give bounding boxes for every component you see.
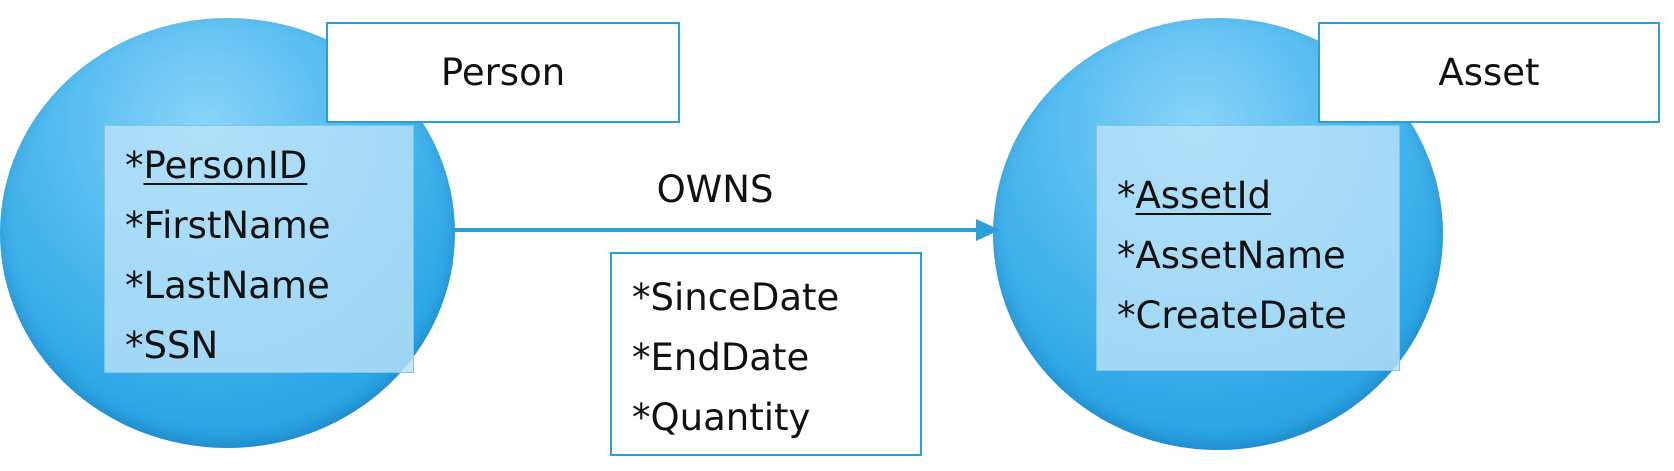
arrow-head — [976, 219, 1000, 241]
relationship-label: OWNS — [656, 168, 774, 211]
person-label: Person — [440, 51, 566, 94]
person-property-lastname: *LastName — [125, 264, 330, 307]
asset-property-assetname: *AssetName — [1117, 234, 1346, 277]
person-properties-panel: *PersonID *FirstName *LastName *SSN — [104, 125, 414, 373]
person-property-ssn: *SSN — [125, 324, 219, 367]
primary-key-personid: PersonID — [143, 144, 308, 187]
person-property-firstname: *FirstName — [125, 204, 331, 247]
asset-label: Asset — [1438, 51, 1540, 94]
person-label-box: Person — [326, 22, 680, 123]
relationship-properties-box: *SinceDate *EndDate *Quantity — [610, 252, 922, 456]
asset-property-assetid: *AssetId — [1117, 174, 1272, 217]
rel-property-sincedate: *SinceDate — [632, 276, 840, 319]
person-property-personid: *PersonID — [125, 144, 308, 187]
asset-label-box: Asset — [1318, 22, 1660, 123]
rel-property-quantity: *Quantity — [632, 396, 811, 439]
asset-properties-panel: *AssetId *AssetName *CreateDate — [1096, 125, 1400, 371]
rel-property-enddate: *EndDate — [632, 336, 810, 379]
asset-property-createdate: *CreateDate — [1117, 294, 1347, 337]
primary-key-assetid: AssetId — [1135, 174, 1272, 217]
